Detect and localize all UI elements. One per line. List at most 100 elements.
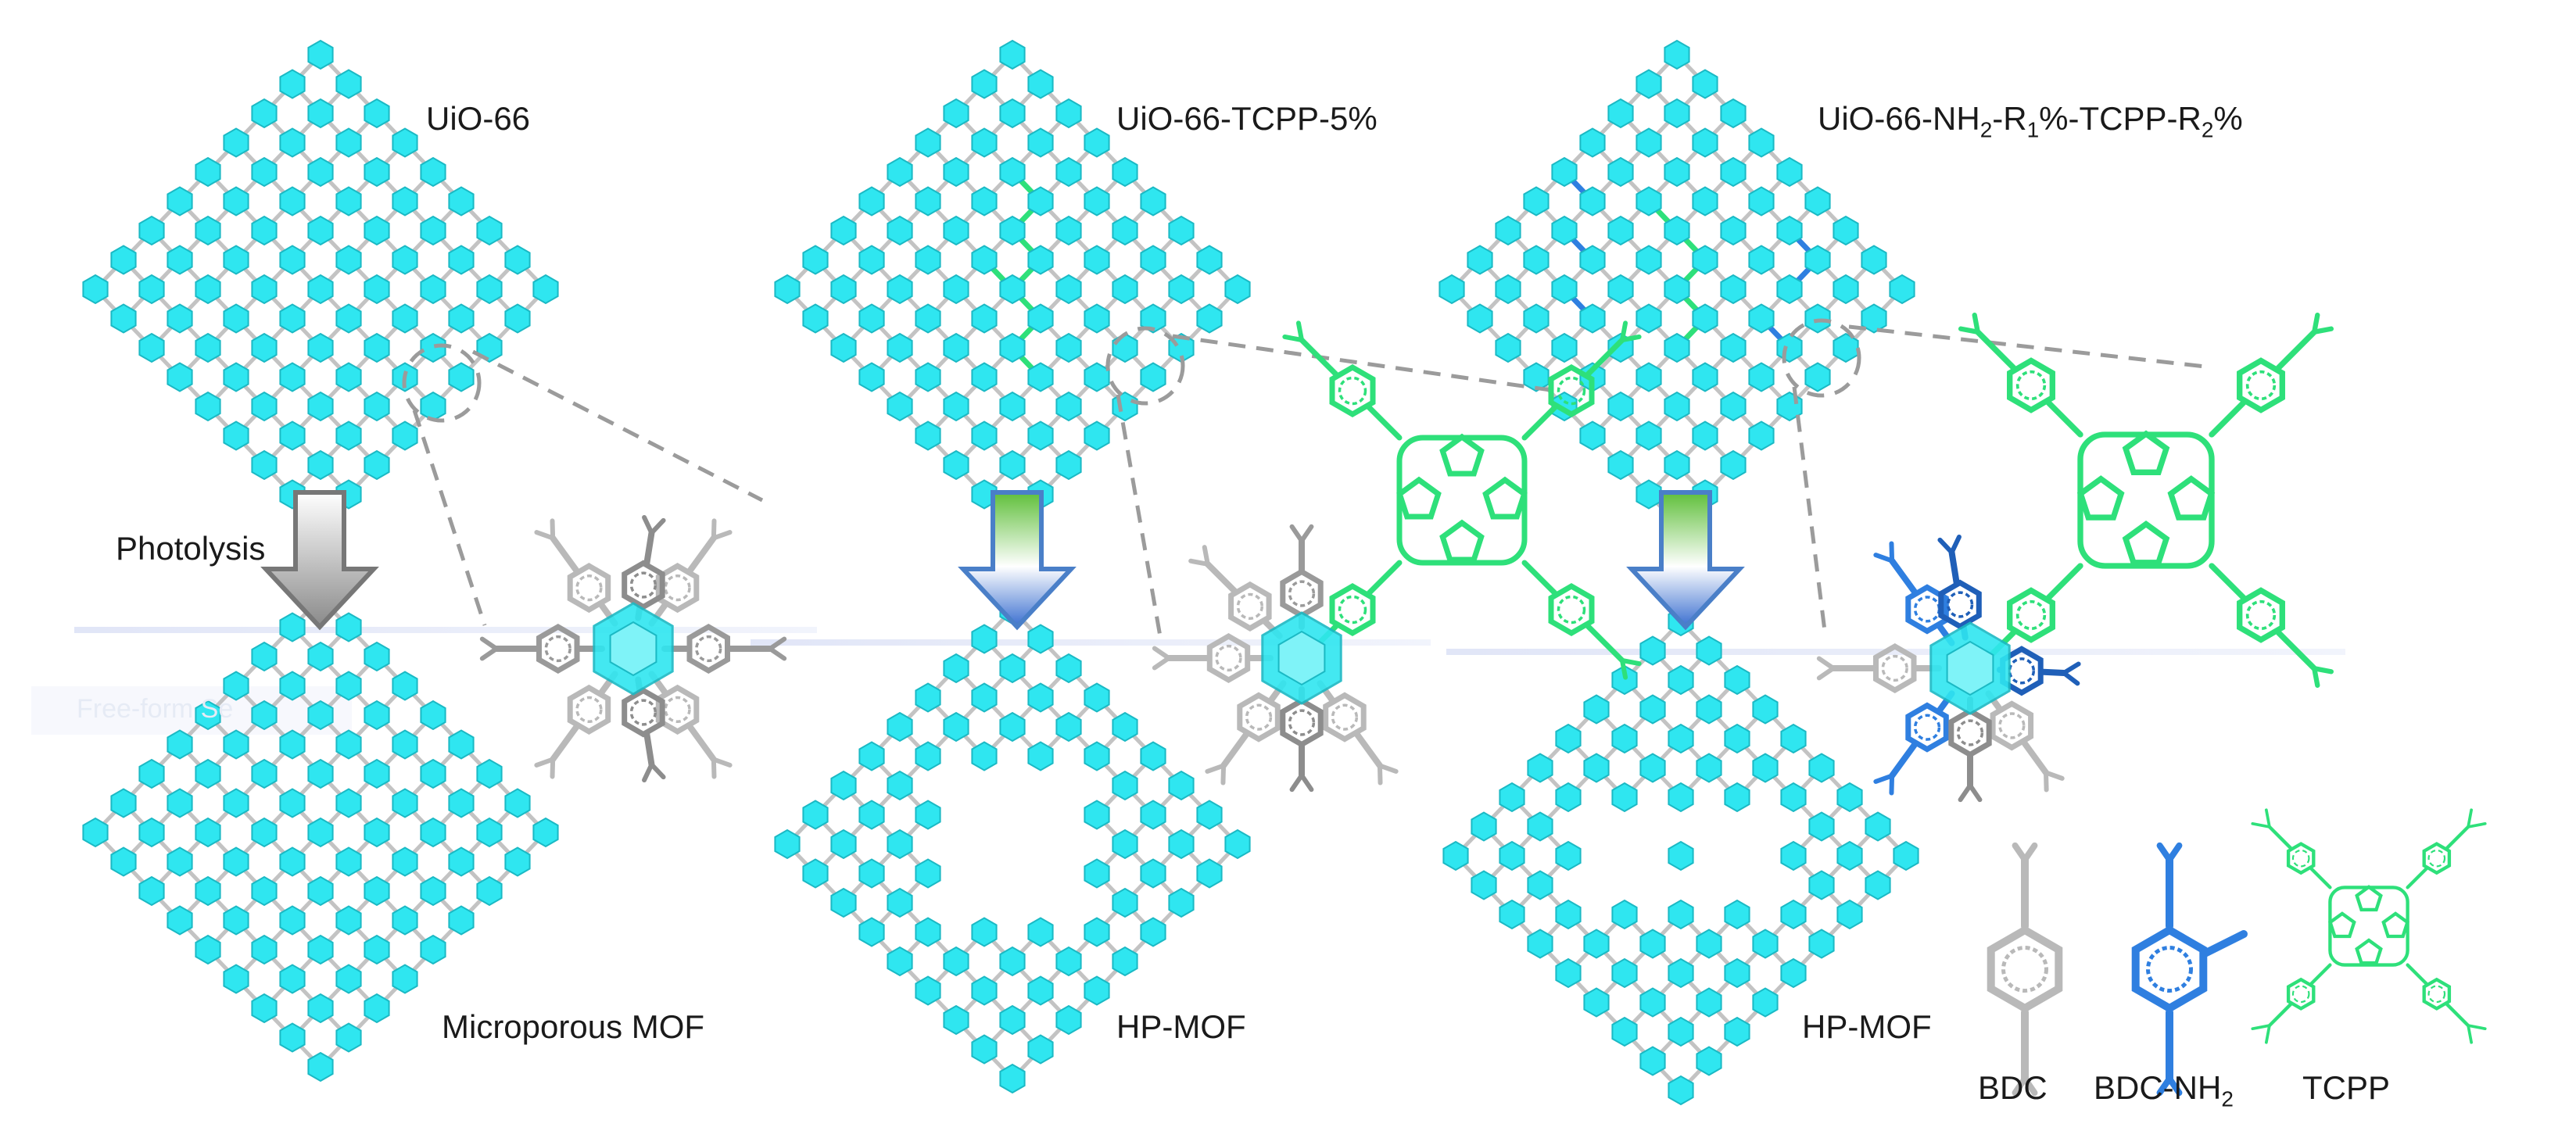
bond (1366, 560, 1403, 596)
pyrrole-ring (2328, 911, 2356, 939)
zr-cluster-node (167, 788, 193, 818)
zr-cluster-node (1027, 362, 1054, 392)
bond (1521, 560, 1558, 596)
aromatic-ring (1323, 692, 1367, 743)
aromatic-ring (1938, 579, 1982, 630)
bond (1620, 658, 1642, 667)
zr-cluster-node (1836, 899, 1863, 930)
zr-cluster-node (392, 303, 418, 334)
zr-cluster-node (307, 993, 334, 1024)
zoom-line-2b (1172, 334, 1557, 393)
aromatic-ring (1329, 582, 1376, 637)
zoom-circle-3 (1782, 318, 1861, 398)
zr-cluster-node (1055, 98, 1082, 129)
zr-cluster-node (138, 758, 165, 789)
label-uio66-nh2-tcpp: UiO-66-NH2-R1%-TCPP-R2% (1818, 100, 2243, 142)
zr-cluster-node (251, 934, 278, 965)
zr-cluster-node (971, 245, 998, 275)
zr-cluster-node (915, 975, 941, 1006)
zr-cluster-node (802, 800, 829, 830)
zr-cluster-node (1780, 840, 1807, 871)
zr-cluster-node (971, 362, 998, 392)
zr-cluster-node (1696, 929, 1722, 959)
pyrrole-ring (2355, 885, 2383, 912)
zr-cluster-node (1027, 127, 1054, 158)
bond (1585, 623, 1625, 664)
zr-cluster-node (167, 846, 193, 877)
zr-cluster-node (223, 729, 249, 760)
bond (1873, 773, 1895, 784)
zr-cluster-node (1112, 215, 1138, 246)
zr-cluster-node (1748, 186, 1775, 217)
zr-cluster-node (1664, 449, 1690, 481)
zr-cluster-node (138, 817, 165, 848)
zoom-line-3a (1792, 386, 1828, 638)
zr-cluster-node (1168, 770, 1195, 801)
zr-cluster-node (1140, 741, 1166, 771)
zr-cluster-node (1140, 245, 1166, 275)
bdc-nh2-linker-glyph (2131, 842, 2248, 1097)
zr-cluster-node (448, 362, 475, 392)
bond (687, 535, 717, 574)
zr-cluster-node (1196, 858, 1223, 889)
zr-cluster-node (1027, 303, 1054, 334)
zr-cluster-node (1636, 303, 1662, 334)
zr-cluster-node (943, 391, 969, 422)
zr-cluster-node (1168, 828, 1195, 860)
zr-cluster-node (1724, 1016, 1750, 1047)
aromatic-ring (1237, 692, 1281, 743)
bond (2275, 329, 2317, 371)
zr-cluster-node (1664, 391, 1690, 422)
aromatic-ring (2422, 842, 2452, 875)
zr-cluster-node (364, 274, 390, 305)
zr-cluster-node (110, 846, 137, 877)
zr-cluster-node (915, 303, 941, 334)
zr-cluster-node (999, 39, 1026, 70)
zoom-circle-1 (402, 343, 482, 423)
zr-cluster-bdc-detail (479, 514, 787, 783)
zr-cluster-node (82, 817, 109, 848)
zr-cluster-node (1112, 332, 1138, 363)
zr-cluster-node (1692, 420, 1718, 451)
zr-cluster-node (1499, 840, 1525, 871)
zr-cluster-node (1636, 186, 1662, 217)
zr-cluster-node (251, 391, 278, 422)
zr-cluster-node (774, 274, 801, 305)
bond (2201, 930, 2248, 957)
zr-cluster-node (915, 741, 941, 771)
zr-cluster-node (915, 186, 941, 217)
zr-cluster-node (858, 362, 885, 392)
zr-cluster-node (999, 711, 1026, 743)
zr-cluster-node (1748, 420, 1775, 451)
zr-cluster-node (1495, 274, 1521, 305)
zr-cluster-node (1668, 1016, 1694, 1047)
zr-cluster-node (1168, 274, 1195, 305)
zr-cluster-node (971, 975, 998, 1006)
zr-cluster-node (1696, 987, 1722, 1018)
bond (1220, 732, 1249, 769)
bond (1937, 537, 1954, 555)
zr-cluster-node (251, 449, 278, 481)
zr-cluster-node (1555, 723, 1582, 754)
pyrrole-ring (1482, 476, 1528, 520)
zr-cluster-node (223, 245, 249, 275)
aromatic-ring (1329, 363, 1376, 418)
aromatic-ring (1905, 584, 1949, 635)
zr-cluster-node (307, 758, 334, 789)
zr-cluster-node (392, 846, 418, 877)
zr-cluster-node (971, 303, 998, 334)
bond (2043, 770, 2065, 781)
zr-cluster-node (279, 671, 306, 701)
zr-cluster-node (887, 711, 913, 743)
zr-cluster-node (335, 362, 362, 392)
zr-cluster-node (830, 887, 857, 918)
zr-cluster-node (1168, 215, 1195, 246)
bond (479, 646, 499, 661)
zr-cluster-node (167, 186, 193, 217)
zr-cluster-node (307, 215, 334, 246)
zr-cluster-node (1084, 186, 1110, 217)
bond (1620, 334, 1642, 342)
aromatic-ring (2007, 587, 2055, 643)
bond (2022, 842, 2038, 863)
zr-cluster-node (1084, 362, 1110, 392)
